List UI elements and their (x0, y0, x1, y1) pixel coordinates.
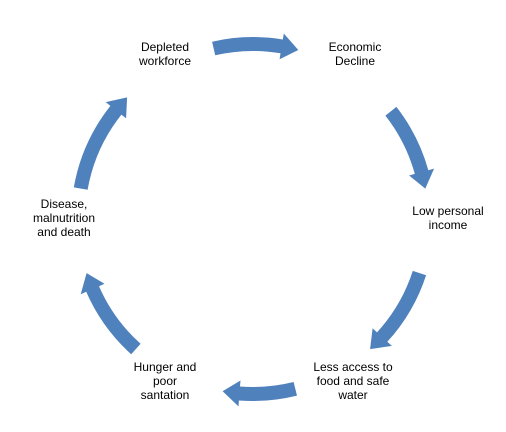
arrow-hunger-to-disease (80, 273, 141, 355)
node-hunger-and-poor-santation: Hunger and poor santation (100, 360, 230, 402)
node-label-line: workforce (138, 54, 191, 68)
node-label-line: income (428, 218, 468, 232)
node-label-line: Hunger and (133, 360, 197, 374)
node-less-access: Less access to food and safe water (288, 360, 418, 402)
node-label-line: food and safe (316, 374, 390, 388)
node-label-line: santation (140, 388, 190, 402)
node-label-line: Less access to (313, 360, 393, 374)
arrow-disease-to-workforce (73, 97, 128, 190)
node-label-line: Decline (334, 54, 376, 68)
node-label-line: Low personal (412, 204, 484, 218)
node-label-line: Depleted (140, 40, 190, 54)
node-label-line: and death (37, 225, 91, 239)
node-label-line: water (338, 388, 368, 402)
node-label-line: Disease, (40, 197, 88, 211)
node-label-line: poor (152, 374, 178, 388)
arrow-economic-decline-to-income (385, 106, 435, 189)
arrow-less-access-to-hunger (222, 380, 297, 407)
node-label-line: Economic (328, 40, 382, 54)
node-low-personal-income: Low personal income (383, 204, 506, 232)
arrow-income-to-less-access (370, 270, 427, 350)
node-disease-malnutrition-death: Disease, malnutrition and death (0, 197, 129, 239)
node-label-line: malnutrition (32, 211, 96, 225)
arrow-workforce-to-economic-decline (212, 33, 299, 60)
node-depleted-workforce: Depleted workforce (100, 40, 230, 68)
node-economic-decline: Economic Decline (290, 40, 420, 68)
